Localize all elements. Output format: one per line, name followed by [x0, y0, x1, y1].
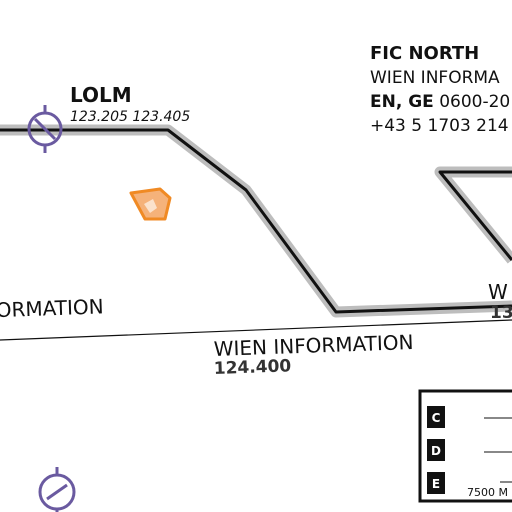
legend-class-code: C	[432, 411, 441, 425]
legend-row: C	[427, 406, 512, 428]
navaid-icon[interactable]	[38, 467, 76, 512]
fic-hours-line: EN, GE 0600-20	[370, 92, 510, 112]
region-label-left: ORMATION	[0, 294, 104, 322]
legend-class-code: D	[431, 444, 441, 458]
legend-row: D	[427, 439, 512, 461]
fic-languages: EN, GE	[370, 92, 434, 112]
navaid-icon[interactable]	[27, 105, 63, 153]
waypoint-frequencies: 123.205 123.405	[70, 109, 190, 125]
waypoint-name: LOLM	[70, 83, 132, 107]
airspace-legend: C D E 7500 M	[418, 389, 512, 503]
legend-bottom-text: 7500 M	[467, 486, 508, 499]
route-line	[0, 124, 512, 318]
region-frequency-right: 13	[490, 303, 512, 323]
fic-phone: +43 5 1703 214	[370, 116, 509, 136]
legend-class-code: E	[432, 477, 440, 491]
region-label-right: W	[488, 280, 508, 304]
legend-row: E	[427, 472, 512, 494]
fic-name: WIEN INFORMA	[370, 68, 500, 88]
obstacle-polygon-icon[interactable]	[129, 187, 172, 221]
route-line-right	[434, 166, 512, 264]
fic-title: FIC NORTH	[370, 43, 479, 64]
fir-boundary-line	[0, 319, 512, 341]
region-frequency-center: 124.400	[213, 356, 291, 379]
fic-hours: 0600-20	[434, 92, 510, 112]
region-label-center: WIEN INFORMATION	[213, 330, 414, 361]
